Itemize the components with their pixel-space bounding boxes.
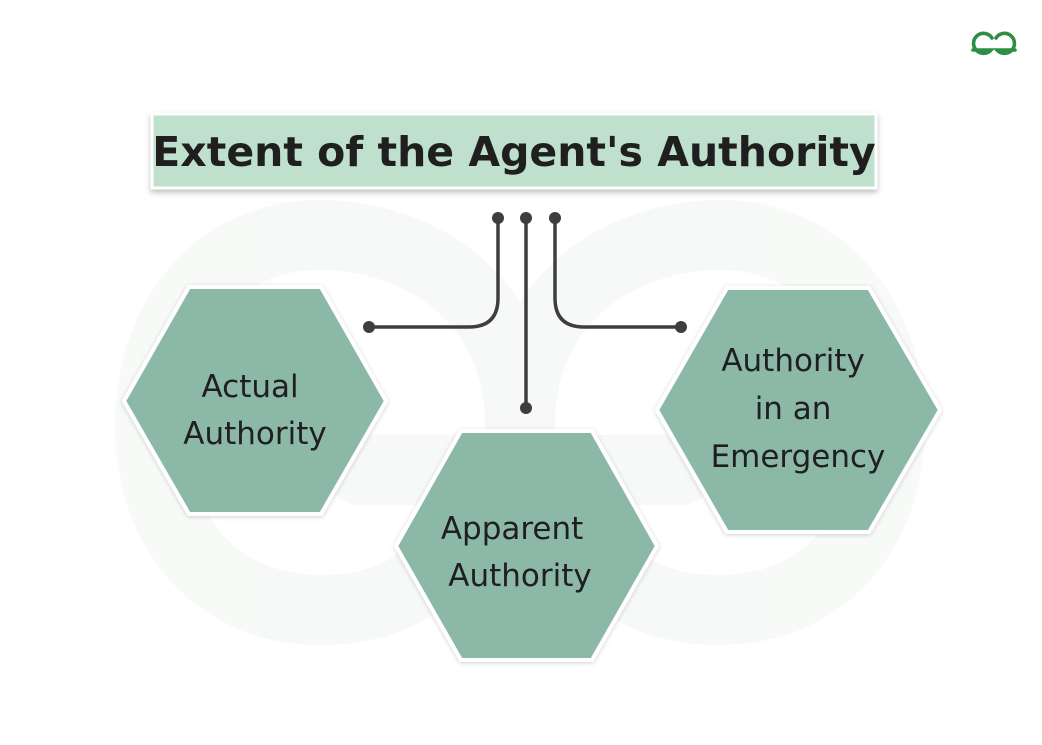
- title-box: Extent of the Agent's Authority: [150, 112, 878, 190]
- connector-dot: [520, 212, 532, 224]
- connector-dot: [549, 212, 561, 224]
- hex-label-line: Authority: [448, 558, 591, 594]
- page-title: Extent of the Agent's Authority: [152, 128, 875, 176]
- connector-right: [553, 216, 683, 329]
- svg-text:Authority in an Em: Authority in an Emergency: [711, 343, 886, 475]
- connector-dot: [675, 321, 687, 333]
- hex-label-line: Emergency: [711, 439, 886, 475]
- hex-authority-in-an-emergency: Authority in an Emergency: [654, 286, 943, 534]
- svg-text:Actual Authority: Actual Authority: [183, 369, 326, 452]
- hex-label-line: Actual: [202, 369, 299, 405]
- geeksforgeeks-logo: [971, 31, 1017, 56]
- hex-label-line: Apparent: [441, 511, 584, 547]
- connector-dot: [520, 402, 532, 414]
- connector-left: [367, 216, 500, 329]
- connector-dot: [492, 212, 504, 224]
- hex-label-line: Authority: [183, 416, 326, 452]
- hex-label-line: Authority: [721, 343, 864, 379]
- connectors: [363, 212, 687, 414]
- hex-apparent-authority: Apparent Authority: [393, 429, 660, 662]
- hex-actual-authority: Actual Authority: [121, 285, 389, 516]
- hex-label-line: in an: [755, 391, 832, 427]
- svg-text:Apparent Authority: Apparent Authority: [441, 511, 593, 594]
- connector-dot: [363, 321, 375, 333]
